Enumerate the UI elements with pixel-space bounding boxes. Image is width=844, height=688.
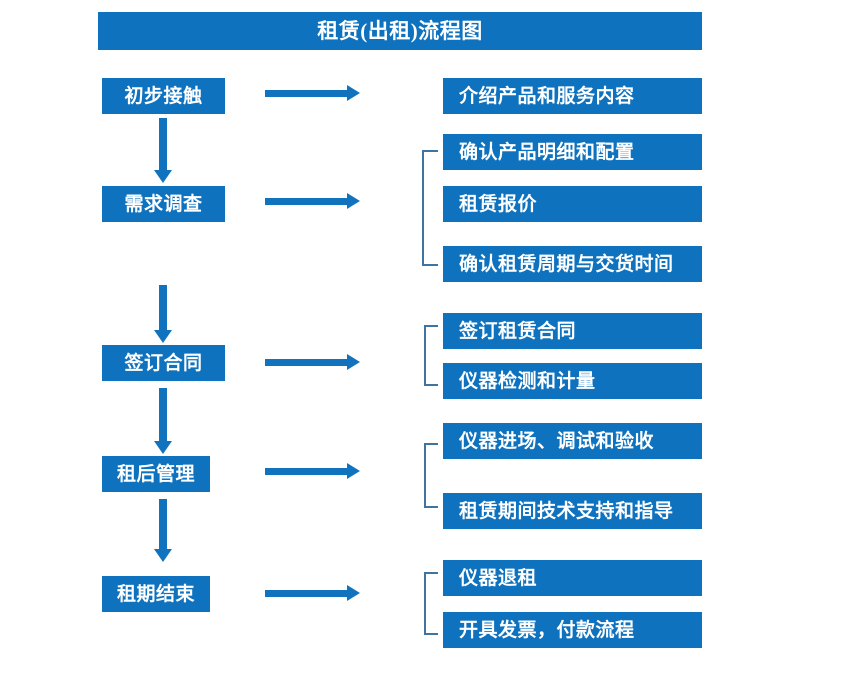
detail-box-3-1[interactable]: 签订租赁合同 — [443, 313, 702, 349]
arrow-right-icon-4 — [265, 463, 360, 479]
detail-box-2-2[interactable]: 租赁报价 — [443, 186, 702, 222]
arrow-down-icon-4 — [153, 499, 172, 562]
flowchart-title: 租赁(出租)流程图 — [98, 12, 702, 50]
stage-box-2[interactable]: 需求调查 — [102, 186, 225, 222]
detail-box-2-1[interactable]: 确认产品明细和配置 — [443, 134, 702, 170]
stage-box-4[interactable]: 租后管理 — [102, 456, 210, 492]
arrow-down-icon-2 — [153, 285, 172, 343]
bracket-5 — [424, 572, 438, 635]
detail-box-4-2[interactable]: 租赁期间技术支持和指导 — [443, 493, 702, 529]
stage-box-1[interactable]: 初步接触 — [102, 78, 225, 114]
arrow-down-icon-1 — [153, 118, 172, 183]
bracket-4 — [424, 443, 438, 508]
arrow-right-icon-1 — [265, 85, 360, 101]
arrow-right-icon-3 — [265, 354, 360, 370]
detail-box-4-1[interactable]: 仪器进场、调试和验收 — [443, 423, 702, 459]
detail-box-3-2[interactable]: 仪器检测和计量 — [443, 363, 702, 399]
arrow-right-icon-5 — [265, 585, 360, 601]
detail-box-5-2[interactable]: 开具发票，付款流程 — [443, 612, 702, 648]
detail-box-1-1[interactable]: 介绍产品和服务内容 — [443, 78, 702, 114]
stage-box-3[interactable]: 签订合同 — [102, 345, 225, 381]
detail-box-2-3[interactable]: 确认租赁周期与交货时间 — [443, 246, 702, 282]
bracket-2 — [422, 150, 438, 266]
bracket-3 — [424, 325, 438, 386]
arrow-right-icon-2 — [265, 193, 360, 209]
detail-box-5-1[interactable]: 仪器退租 — [443, 560, 702, 596]
arrow-down-icon-3 — [153, 388, 172, 454]
stage-box-5[interactable]: 租期结束 — [102, 576, 210, 612]
